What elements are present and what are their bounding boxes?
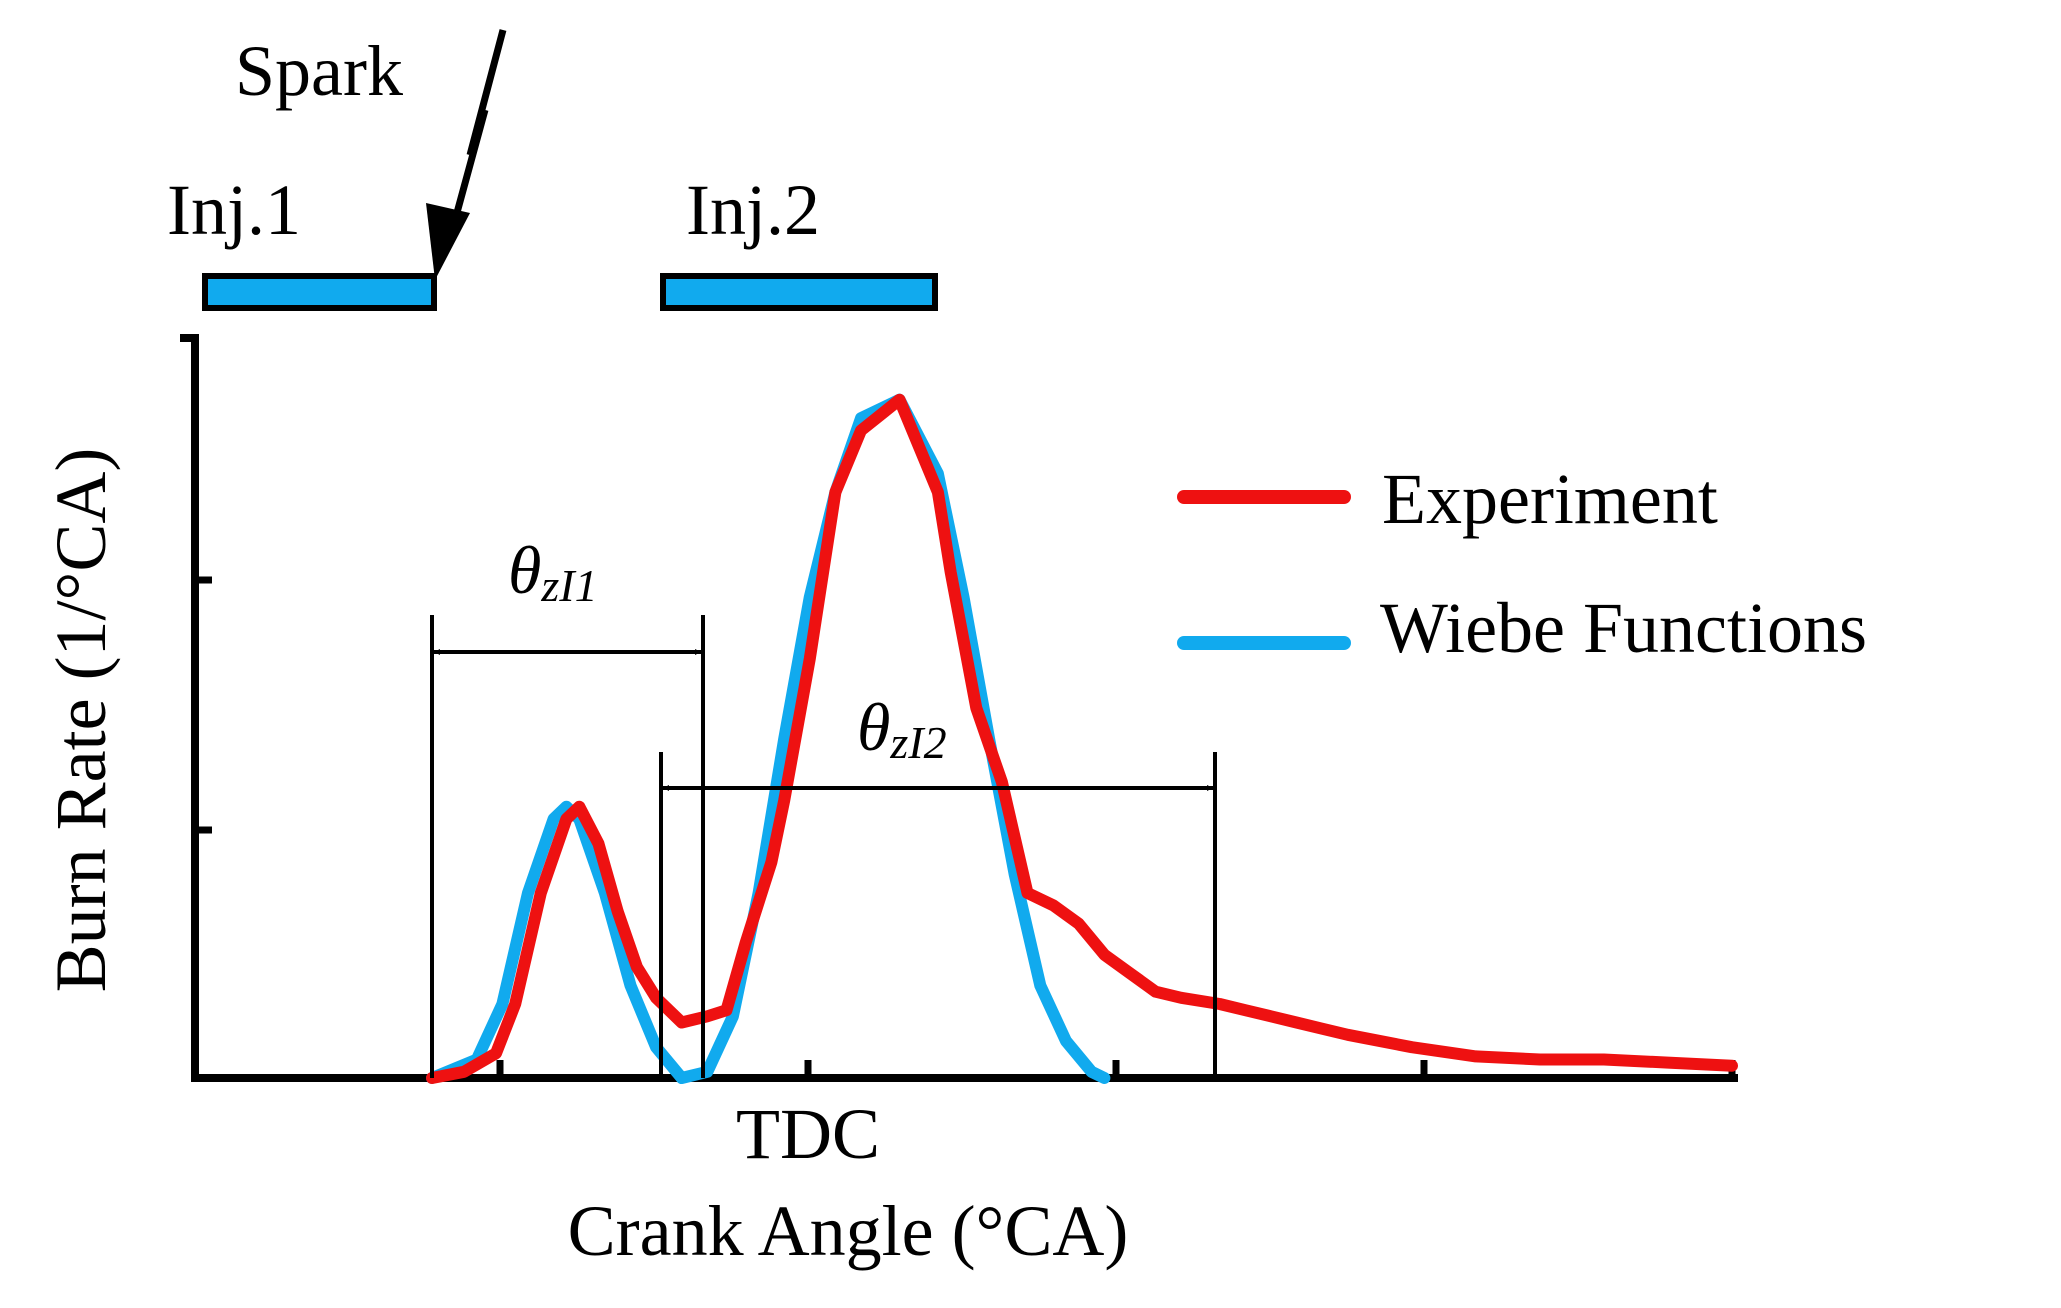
injection-2-label: Inj.2: [686, 170, 820, 250]
theta1-label: θzI1: [508, 532, 598, 611]
spark-arrowhead-icon: [426, 203, 470, 280]
injection-1-bar: [202, 273, 437, 311]
injection-1-label: Inj.1: [167, 170, 301, 250]
injection-2-bar: [660, 273, 938, 311]
spark-bolt-icon: [451, 29, 507, 221]
experiment-series-line: [426, 393, 1738, 1084]
legend-wiebe-label: Wiebe Functions: [1380, 588, 1867, 668]
legend-experiment-label: Experiment: [1382, 459, 1718, 539]
wiebe-series-line: [426, 393, 1111, 1084]
x-axis-label: Crank Angle (°CA): [568, 1191, 1129, 1271]
x-tick-label-tdc: TDC: [736, 1094, 880, 1174]
y-axis-label: Burn Rate (1/°CA): [41, 448, 121, 993]
spark-label: Spark: [235, 31, 403, 111]
theta2-label: θzI2: [857, 689, 947, 768]
